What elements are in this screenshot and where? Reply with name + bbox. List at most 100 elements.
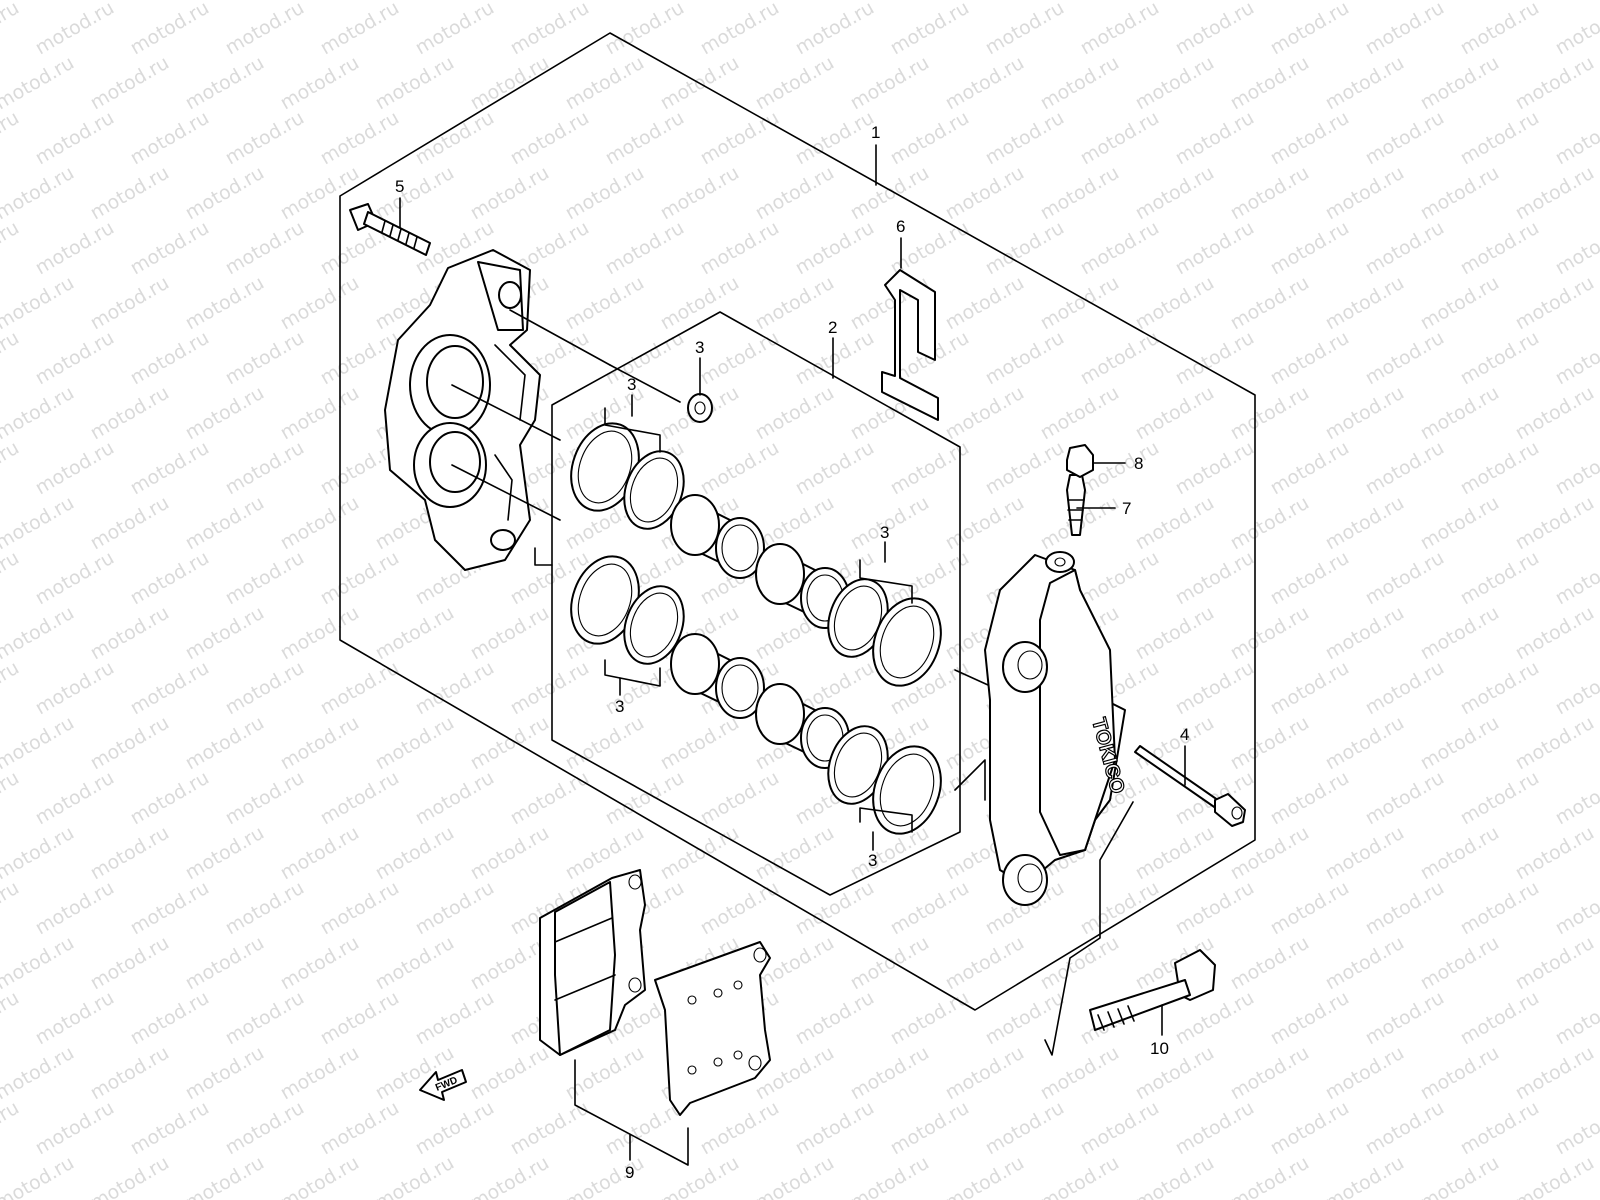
watermark-text: motod.ru [1362, 987, 1448, 1050]
watermark-text: motod.ru [222, 437, 308, 500]
watermark-text: motod.ru [222, 217, 308, 280]
watermark-text: motod.ru [1417, 1042, 1503, 1105]
watermark-text: motod.ru [887, 107, 973, 170]
watermark-text: motod.ru [1267, 217, 1353, 280]
watermark-text: motod.ru [0, 162, 78, 225]
watermark-text: motod.ru [1512, 52, 1598, 115]
watermark-text: motod.ru [1322, 272, 1408, 335]
watermark-text: motod.ru [1172, 1097, 1258, 1160]
watermark-text: motod.ru [1172, 107, 1258, 170]
watermark-text: motod.ru [0, 547, 23, 610]
watermark-text: motod.ru [1552, 877, 1600, 940]
watermark-text: motod.ru [752, 382, 838, 445]
watermark-text: motod.ru [127, 877, 213, 940]
watermark-text: motod.ru [1322, 712, 1408, 775]
watermark-text: motod.ru [697, 877, 783, 940]
watermark-text: motod.ru [1322, 382, 1408, 445]
watermark-text: motod.ru [1267, 437, 1353, 500]
watermark-text: motod.ru [32, 767, 118, 830]
watermark-text: motod.ru [222, 327, 308, 390]
watermark-text: motod.ru [1322, 1152, 1408, 1200]
watermark-text: motod.ru [182, 1152, 268, 1200]
bleeder-cap-8 [1066, 444, 1094, 478]
watermark-text: motod.ru [1457, 877, 1543, 940]
watermark-text: motod.ru [697, 0, 783, 59]
watermark-text: motod.ru [32, 547, 118, 610]
watermark-text: motod.ru [887, 877, 973, 940]
watermark-text: motod.ru [1417, 162, 1503, 225]
watermark-text: motod.ru [507, 107, 593, 170]
watermark-text: motod.ru [602, 767, 688, 830]
callout-3-bottom-left: 3 [615, 697, 624, 716]
watermark-text: motod.ru [87, 932, 173, 995]
callout-9: 9 [625, 1163, 634, 1182]
watermark-text: motod.ru [942, 162, 1028, 225]
watermark-text: motod.ru [1362, 437, 1448, 500]
watermark-text: motod.ru [1457, 547, 1543, 610]
watermark-text: motod.ru [942, 1152, 1028, 1200]
watermark-text: motod.ru [1132, 602, 1218, 665]
watermark-text: motod.ru [317, 547, 403, 610]
watermark-text: motod.ru [467, 1042, 553, 1105]
watermark-text: motod.ru [32, 217, 118, 280]
watermark-text: motod.ru [1132, 272, 1218, 335]
watermark-text: motod.ru [1227, 52, 1313, 115]
watermark-text: motod.ru [372, 822, 458, 885]
watermark-text: motod.ru [1417, 382, 1503, 445]
watermark-text: motod.ru [87, 52, 173, 115]
watermark-text: motod.ru [1132, 1152, 1218, 1200]
watermark-text: motod.ru [847, 1152, 933, 1200]
callout-3-top-right: 3 [880, 523, 889, 542]
watermark-text: motod.ru [1172, 657, 1258, 720]
pad-spring-6 [881, 269, 939, 421]
watermark-text: motod.ru [1267, 657, 1353, 720]
watermark-text: motod.ru [507, 767, 593, 830]
watermark-text: motod.ru [1512, 602, 1598, 665]
watermark-text: motod.ru [372, 162, 458, 225]
watermark-text: motod.ru [1227, 1042, 1313, 1105]
watermark-text: motod.ru [412, 767, 498, 830]
watermark-text: motod.ru [792, 0, 878, 59]
watermark-text: motod.ru [1227, 712, 1313, 775]
watermark-text: motod.ru [0, 987, 23, 1050]
watermark-text: motod.ru [127, 217, 213, 280]
watermark-text: motod.ru [982, 107, 1068, 170]
washer-3 [609, 364, 713, 423]
watermark-text: motod.ru [1132, 162, 1218, 225]
watermark-text: motod.ru [467, 162, 553, 225]
watermark-text: motod.ru [1227, 272, 1313, 335]
watermark-text: motod.ru [0, 52, 78, 115]
mounting-bolt-10 [1089, 949, 1216, 1031]
watermark-text: motod.ru [182, 52, 268, 115]
watermark-text: motod.ru [1322, 602, 1408, 665]
watermark-text: motod.ru [0, 822, 78, 885]
callout-3-top-left: 3 [627, 375, 636, 394]
watermark-text: motod.ru [277, 932, 363, 995]
watermark-text: motod.ru [1417, 822, 1503, 885]
watermark-text: motod.ru [277, 382, 363, 445]
watermark-text: motod.ru [127, 547, 213, 610]
watermark-text: motod.ru [847, 162, 933, 225]
watermark-text: motod.ru [1417, 932, 1503, 995]
watermark-text: motod.ru [982, 0, 1068, 59]
watermark-text: motod.ru [982, 327, 1068, 390]
watermark-text: motod.ru [1132, 52, 1218, 115]
watermark-text: motod.ru [87, 272, 173, 335]
watermark-text: motod.ru [1362, 547, 1448, 610]
watermark-text: motod.ru [1417, 52, 1503, 115]
watermark-text: motod.ru [182, 932, 268, 995]
watermark-text: motod.ru [412, 657, 498, 720]
watermark-text: motod.ru [1077, 547, 1163, 610]
bleeder-screw-7 [1066, 474, 1086, 536]
watermark-text: motod.ru [372, 1042, 458, 1105]
watermark-text: motod.ru [87, 1042, 173, 1105]
watermark-text: motod.ru [1552, 1097, 1600, 1160]
watermark-text: motod.ru [1172, 217, 1258, 280]
watermark-text: motod.ru [87, 382, 173, 445]
watermark-text: motod.ru [0, 382, 78, 445]
watermark-text: motod.ru [1362, 0, 1448, 59]
watermark-text: motod.ru [982, 437, 1068, 500]
watermark-text: motod.ru [32, 0, 118, 59]
watermark-text: motod.ru [1037, 1152, 1123, 1200]
watermark-text: motod.ru [1552, 107, 1600, 170]
